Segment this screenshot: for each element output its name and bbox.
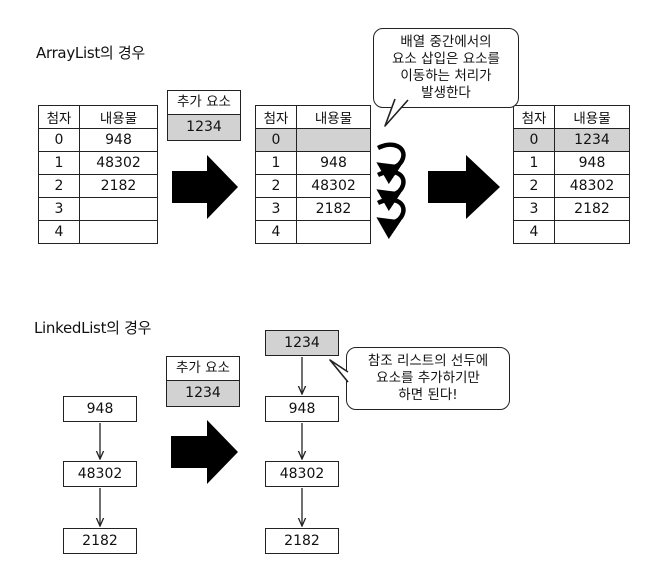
index-cell: 4	[513, 220, 555, 244]
linked-node: 48302	[63, 461, 137, 487]
linked-add-element-box: 추가 요소 1234	[166, 356, 240, 407]
index-header: 첨자	[255, 105, 297, 129]
add-element-value: 1234	[167, 381, 239, 406]
add-element-header: 추가 요소	[167, 357, 239, 381]
index-cell: 0	[38, 128, 80, 152]
arraylist-title: ArrayList의 경우	[36, 44, 145, 62]
value-cell	[554, 220, 630, 244]
table-row: 4	[513, 220, 630, 244]
callout-line: 이동하는 처리가	[400, 68, 492, 84]
big-arrow-icon	[172, 155, 238, 219]
value-cell	[296, 220, 371, 244]
index-cell: 0	[255, 128, 297, 152]
value-cell: 948	[554, 151, 630, 175]
shift-curve-arrow-icon	[376, 197, 406, 240]
value-cell: 48302	[79, 151, 158, 175]
value-cell: 2182	[79, 174, 158, 198]
add-element-value: 1234	[168, 115, 240, 140]
index-cell: 3	[513, 197, 555, 221]
linked-node: 2182	[63, 528, 137, 554]
linked-callout: 참조 리스트의 선두에 요소를 추가하기만 하면 된다!	[346, 347, 510, 410]
table-header-row: 첨자 내용물	[255, 105, 371, 129]
callout-line: 요소를 추가하기만	[376, 370, 480, 386]
linked-node: 948	[63, 396, 137, 422]
callout-line: 발생한다	[421, 85, 471, 101]
index-cell: 2	[255, 174, 297, 198]
callout-tail	[384, 98, 409, 127]
table-row: 4	[255, 220, 371, 244]
linked-node: 48302	[265, 461, 339, 487]
value-cell	[79, 197, 158, 221]
index-header: 첨자	[38, 105, 80, 129]
value-cell: 2182	[296, 197, 371, 221]
content-header: 내용물	[554, 105, 630, 129]
table-header-row: 첨자 내용물	[38, 105, 158, 129]
value-cell: 948	[79, 128, 158, 152]
shift-curve-arrow-icon	[376, 142, 406, 185]
big-arrow-icon	[171, 420, 238, 484]
value-cell	[79, 220, 158, 244]
callout-line: 하면 된다!	[398, 387, 458, 403]
index-cell: 2	[38, 174, 80, 198]
index-cell: 1	[513, 151, 555, 175]
index-cell: 4	[38, 220, 80, 244]
add-element-header: 추가 요소	[168, 91, 240, 115]
linkedlist-title: LinkedList의 경우	[34, 319, 152, 337]
table-row: 4	[38, 220, 158, 244]
linked-node-new: 1234	[265, 330, 339, 356]
callout-line: 참조 리스트의 선두에	[367, 353, 489, 369]
linked-node: 948	[265, 396, 339, 422]
linked-node: 2182	[265, 528, 339, 554]
callout-line: 배열 중간에서의	[400, 34, 492, 50]
callout-tail	[329, 359, 349, 383]
shift-curve-arrow-icon	[376, 169, 406, 212]
index-cell: 1	[255, 151, 297, 175]
table-row: 0	[255, 128, 371, 152]
index-cell: 1	[38, 151, 80, 175]
content-header: 내용물	[296, 105, 371, 129]
callout-line: 요소 삽입은 요소를	[392, 51, 500, 67]
big-arrow-icon	[428, 155, 500, 219]
value-cell: 1234	[554, 128, 630, 152]
value-cell: 2182	[554, 197, 630, 221]
table-row: 3	[38, 197, 158, 221]
array-callout: 배열 중간에서의 요소 삽입은 요소를 이동하는 처리가 발생한다	[373, 28, 519, 108]
array-add-element-box: 추가 요소 1234	[167, 90, 241, 141]
